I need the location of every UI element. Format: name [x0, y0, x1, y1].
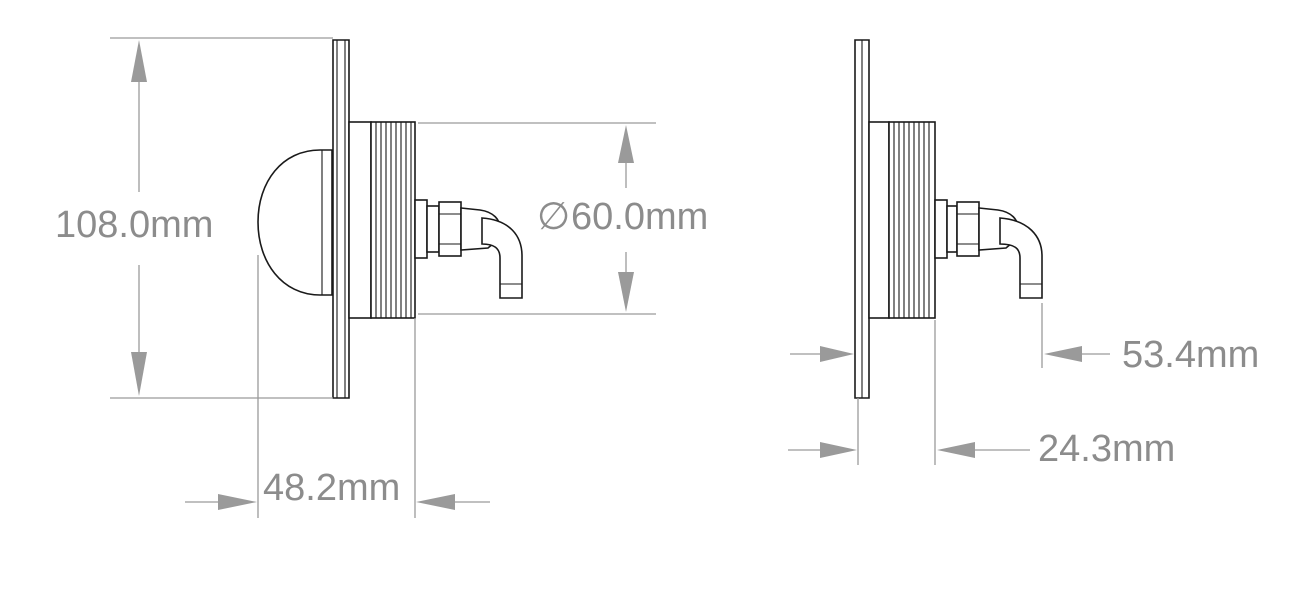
body-collar — [348, 121, 372, 319]
diameter-label: 60.0mm — [571, 196, 708, 238]
dim-diameter — [418, 122, 656, 315]
cable-side — [999, 217, 1043, 299]
depth-total-label: 53.4mm — [1122, 334, 1259, 376]
dim-depth-front — [185, 255, 490, 518]
depth-body-label: 24.3mm — [1038, 428, 1175, 470]
diameter-symbol: ∅ — [537, 196, 570, 238]
front-view-fixture — [257, 39, 523, 399]
depth-front-label: 48.2mm — [263, 467, 400, 509]
body-collar-side — [868, 121, 890, 319]
heat-sink-side — [888, 121, 936, 319]
side-view-fixture — [854, 39, 1043, 399]
dim-height — [110, 37, 333, 399]
dome-lens — [257, 149, 333, 296]
mounting-flange — [332, 39, 350, 399]
heat-sink — [370, 121, 416, 319]
dim-depth-total — [790, 303, 1110, 368]
dim-depth-body — [788, 320, 1030, 465]
cable — [481, 217, 523, 299]
cable-gland-side — [934, 199, 1019, 259]
height-label: 108.0mm — [55, 204, 213, 246]
